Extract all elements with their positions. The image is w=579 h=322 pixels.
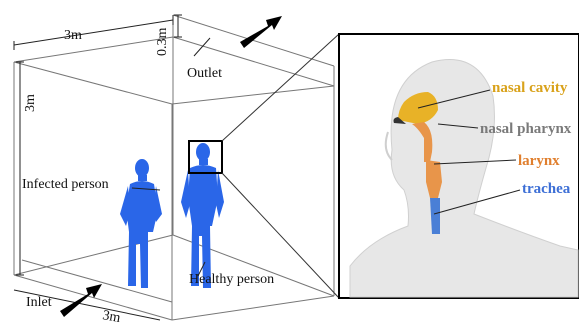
- outlet-height-label: 0.3m: [155, 28, 170, 57]
- infected-person-figure: [120, 159, 162, 288]
- nasal-cavity-label: nasal cavity: [492, 80, 568, 96]
- healthy-person-label: Healthy person: [189, 272, 274, 287]
- larynx-label: larynx: [518, 153, 560, 169]
- room-box: [14, 15, 334, 320]
- room-width-label: 3m: [64, 28, 82, 43]
- infected-person-label: Infected person: [22, 177, 109, 192]
- nasal-pharynx-label: nasal pharynx: [480, 121, 572, 137]
- trachea-label: trachea: [522, 181, 571, 197]
- room-depth-label: 3m: [101, 308, 121, 322]
- inlet-label: Inlet: [26, 295, 52, 310]
- dimension-markers: [14, 15, 210, 320]
- outlet-label: Outlet: [187, 66, 222, 81]
- room-height-label: 3m: [23, 94, 38, 112]
